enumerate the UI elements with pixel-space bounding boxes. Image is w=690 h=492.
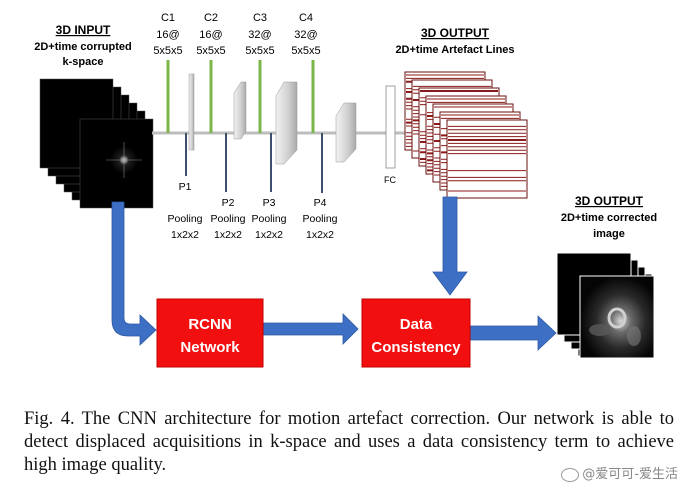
flow-arrows bbox=[111, 196, 557, 351]
conv-filters: 32@ bbox=[248, 29, 271, 41]
pool-name: P1 bbox=[179, 181, 192, 193]
pool-name: P3 bbox=[263, 197, 276, 209]
artefact-frame bbox=[446, 119, 528, 199]
output-image-stack bbox=[556, 252, 655, 359]
pool-size: 1x2x2 bbox=[255, 229, 283, 241]
input-kspace-stack bbox=[39, 78, 154, 209]
conv-label-c2: C2 16@ 5x5x5 bbox=[196, 12, 225, 57]
dc-line2: Consistency bbox=[371, 339, 461, 356]
output-image-line1: 2D+time corrected bbox=[561, 212, 657, 224]
input-line2: k-space bbox=[63, 56, 104, 68]
pool-text: Pooling bbox=[210, 213, 245, 225]
conv-label-c1: C1 16@ 5x5x5 bbox=[153, 12, 182, 57]
pool-text: Pooling bbox=[167, 213, 202, 225]
feature-maps bbox=[188, 73, 396, 169]
pool-text: Pooling bbox=[251, 213, 286, 225]
pool-markers bbox=[185, 133, 323, 193]
output-lines-title: 3D OUTPUT bbox=[421, 26, 490, 40]
input-title: 3D INPUT bbox=[56, 23, 111, 37]
pool-size: 1x2x2 bbox=[306, 229, 334, 241]
output-image-line2: image bbox=[593, 228, 625, 240]
conv-filters: 16@ bbox=[156, 29, 179, 41]
pool-label-p3: P3 Pooling 1x2x2 bbox=[251, 197, 286, 241]
data-consistency-box: Data Consistency bbox=[361, 298, 471, 368]
conv-markers bbox=[166, 60, 315, 133]
output-lines-line1: 2D+time Artefact Lines bbox=[395, 44, 514, 56]
input-line1: 2D+time corrupted bbox=[34, 41, 132, 53]
fc-label: FC bbox=[384, 175, 396, 185]
arrow-input-to-rcnn bbox=[111, 201, 157, 346]
conv-name: C2 bbox=[204, 12, 218, 24]
pool-label-p1: P1 Pooling 1x2x2 bbox=[167, 181, 202, 241]
watermark-text: @爱可可-爱生活 bbox=[582, 467, 678, 482]
arrow-artefact-to-dc bbox=[432, 196, 468, 296]
arrow-rcnn-to-dc bbox=[262, 313, 359, 345]
conv-filters: 32@ bbox=[294, 29, 317, 41]
conv-label-c3: C3 32@ 5x5x5 bbox=[245, 12, 274, 57]
output-image-title: 3D OUTPUT bbox=[575, 194, 644, 208]
conv-kernel: 5x5x5 bbox=[245, 45, 274, 57]
pool-label-p4: P4 Pooling 1x2x2 bbox=[302, 197, 337, 241]
conv-kernel: 5x5x5 bbox=[196, 45, 225, 57]
rcnn-line1: RCNN bbox=[188, 316, 231, 333]
watermark: @爱可可-爱生活 bbox=[561, 463, 678, 482]
conv-name: C3 bbox=[253, 12, 267, 24]
conv-label-c4: C4 32@ 5x5x5 bbox=[291, 12, 320, 57]
pool-size: 1x2x2 bbox=[214, 229, 242, 241]
pool-label-p2: P2 Pooling 1x2x2 bbox=[210, 197, 245, 241]
pool-text: Pooling bbox=[302, 213, 337, 225]
conv-kernel: 5x5x5 bbox=[291, 45, 320, 57]
conv-name: C4 bbox=[299, 12, 313, 24]
rcnn-line2: Network bbox=[180, 339, 240, 356]
pool-size: 1x2x2 bbox=[171, 229, 199, 241]
rcnn-box: RCNN Network bbox=[156, 298, 264, 368]
dc-line1: Data bbox=[400, 316, 433, 333]
conv-filters: 16@ bbox=[199, 29, 222, 41]
arrow-dc-to-output bbox=[469, 315, 557, 351]
pool-name: P4 bbox=[314, 197, 327, 209]
conv-name: C1 bbox=[161, 12, 175, 24]
conv-kernel: 5x5x5 bbox=[153, 45, 182, 57]
pool-name: P2 bbox=[222, 197, 235, 209]
figure-caption: Fig. 4. The CNN architecture for motion … bbox=[24, 409, 674, 475]
output-artefact-stack bbox=[404, 71, 528, 199]
weibo-logo-icon bbox=[561, 467, 580, 482]
